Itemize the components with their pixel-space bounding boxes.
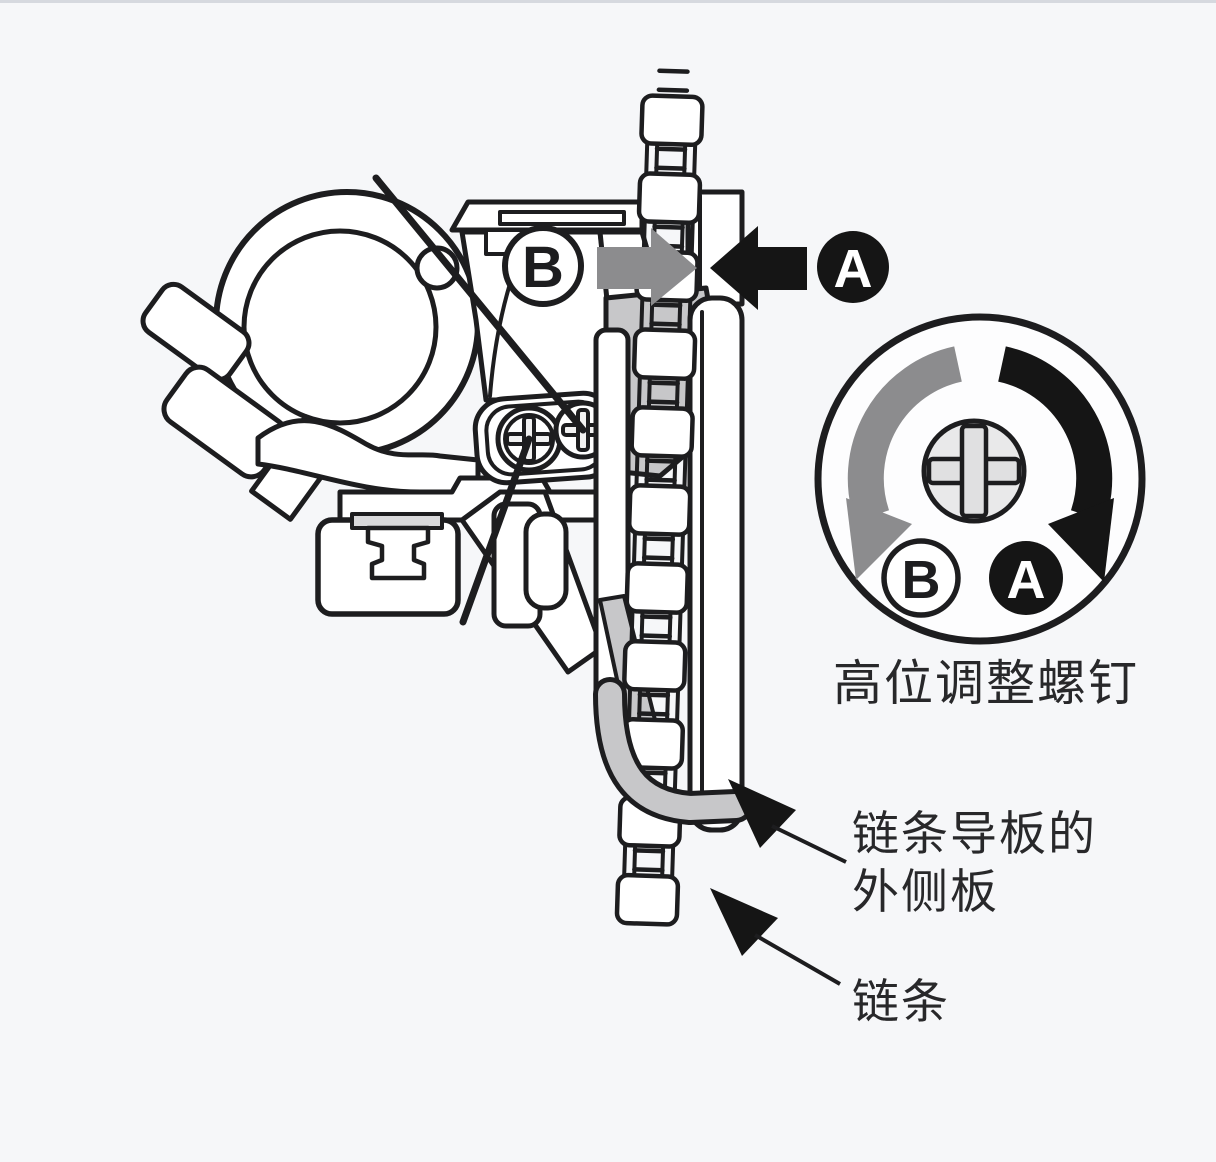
linkage-body xyxy=(255,199,645,675)
marker-a-top-circle xyxy=(817,231,889,303)
outer-plate-strip xyxy=(687,295,745,833)
clamp-lug-upper xyxy=(140,281,252,383)
chain-pointer-line xyxy=(754,933,841,986)
guide-bottom-loop xyxy=(593,677,753,825)
clamp-ring-inner xyxy=(241,228,439,426)
low-screw-leader-line xyxy=(459,435,533,626)
outer-plate-label-line1: 链条导板的 xyxy=(852,807,1097,860)
detail-marker-a-circle xyxy=(989,541,1063,615)
detail-caption: 高位调整螺钉 xyxy=(833,657,1139,711)
high-screw-leader-line xyxy=(372,174,587,434)
outer-plate-label-line2: 外侧板 xyxy=(852,865,999,918)
outer-plate-pointer-line xyxy=(771,824,847,864)
detail-marker-b-letter: B xyxy=(902,550,941,610)
text-labels: 链条导板的 外侧板 链条 xyxy=(852,807,1097,1028)
rotate-ccw-arc-icon xyxy=(847,346,963,522)
chain-label: 链条 xyxy=(852,975,950,1028)
detail-marker-b-circle xyxy=(881,538,961,618)
marker-b-top-letter: B xyxy=(522,235,564,300)
page-top-border xyxy=(0,0,1216,3)
screw-cross-vertical xyxy=(959,423,989,519)
spring-cylinder-cap xyxy=(523,511,569,611)
rotate-cw-arrowhead-icon xyxy=(1048,498,1114,582)
callout-pointers xyxy=(710,779,847,986)
outer-plate-pointer-arrow-icon xyxy=(728,779,796,848)
lower-arm xyxy=(255,418,481,495)
derailleur-drawing xyxy=(140,70,753,924)
direction-markers: B A xyxy=(502,225,889,310)
chain-pointer-arrow-icon xyxy=(710,888,778,956)
marker-a-top-letter: A xyxy=(834,239,873,299)
rotate-cw-arc-icon xyxy=(997,346,1113,522)
marker-b-top-circle xyxy=(502,225,584,307)
anchor-bolt-spool xyxy=(365,525,431,581)
screw-rotation-detail: B A 高位调整螺钉 xyxy=(814,313,1146,711)
b-direction-arrow-icon xyxy=(597,228,697,306)
detail-marker-a-letter: A xyxy=(1007,550,1046,610)
rotate-ccw-arrowhead-icon xyxy=(846,498,912,580)
top-link-slot xyxy=(498,210,626,226)
guide-loop-band xyxy=(598,682,748,820)
a-direction-arrow-icon xyxy=(710,226,807,310)
